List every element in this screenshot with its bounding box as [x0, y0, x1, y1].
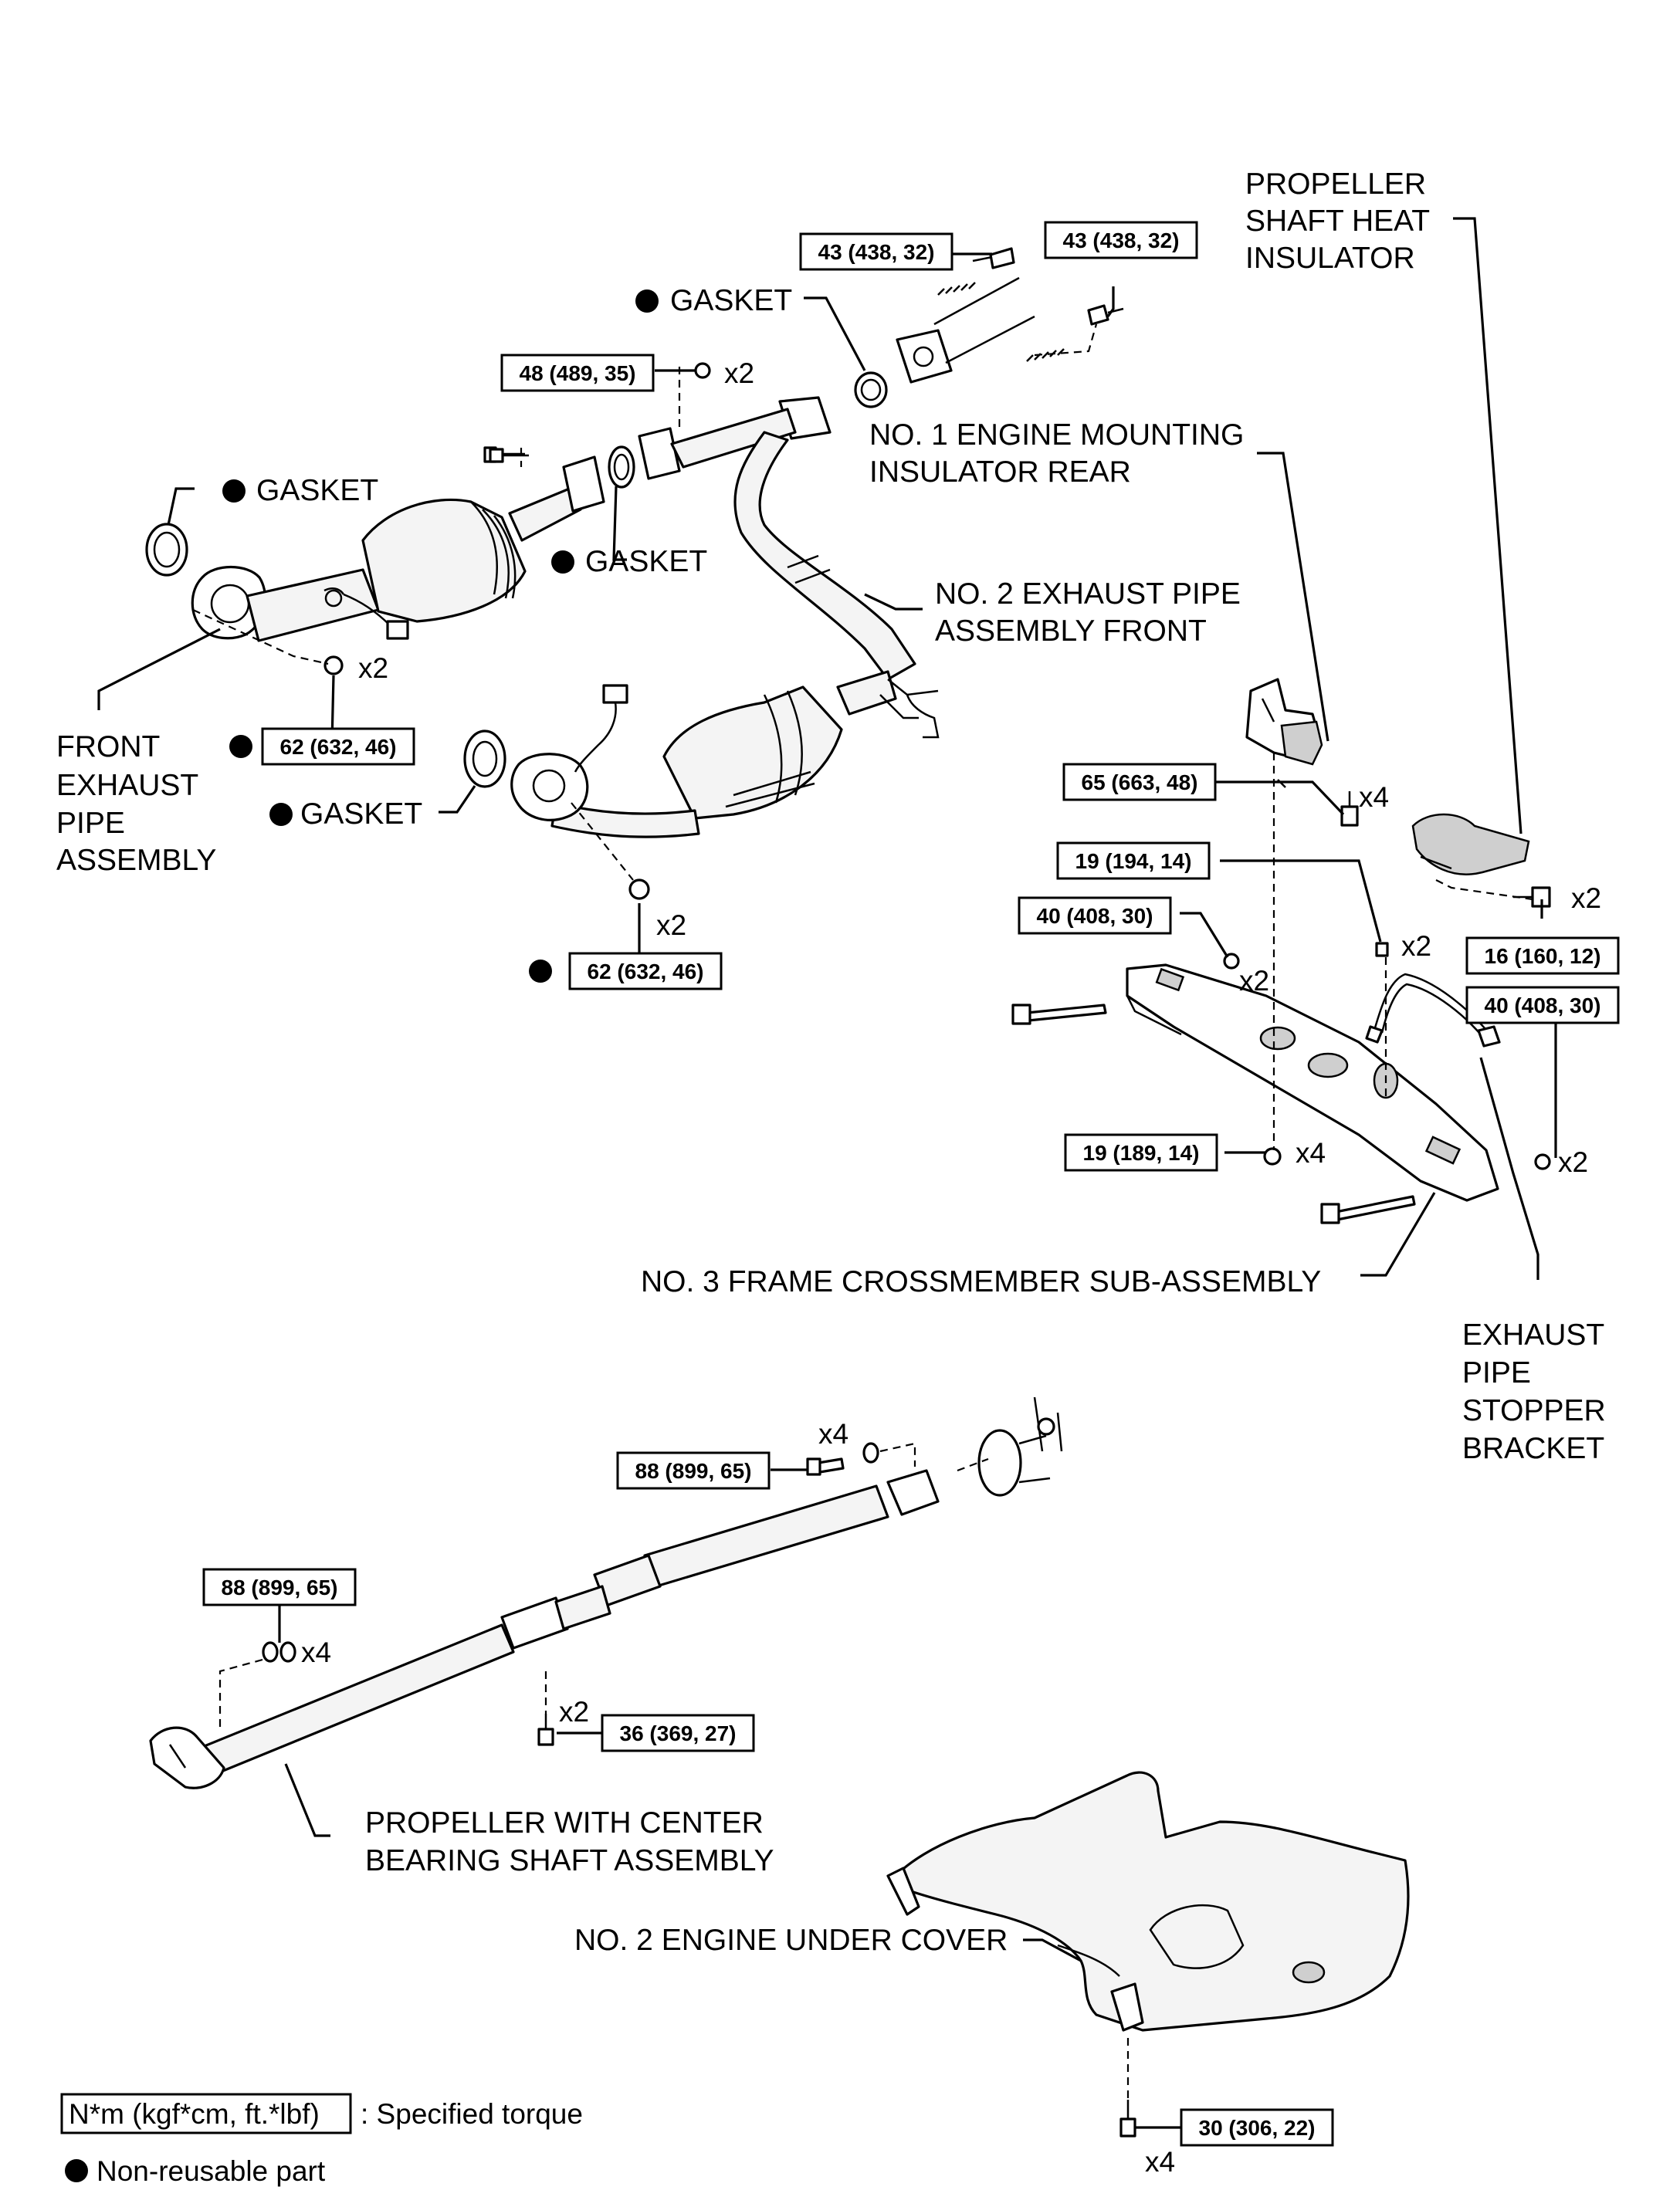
torque-48: 48 (489, 35) [520, 361, 636, 385]
torque-box-88b [202, 1568, 357, 1606]
torque-88b: 88 (899, 65) [222, 1576, 338, 1599]
gasket-mid-ring [608, 445, 635, 489]
torque-65: 65 (663, 48) [1082, 770, 1198, 794]
frame-crossmember [1011, 753, 1551, 1224]
torque-box-36 [601, 1714, 755, 1752]
torque-62b: 62 (632, 46) [588, 960, 704, 983]
propeller-shaft-heat-insulator-part [1411, 813, 1551, 908]
propeller-shaft-part [149, 1396, 1063, 1789]
small-bolts-exhaust [323, 362, 711, 900]
part-labels: PROPELLER SHAFT HEAT INSULATOR GASKET NO… [56, 168, 1606, 1957]
torque-box-48 [500, 354, 655, 392]
non-reusable-marker-gasket-mid [551, 550, 574, 574]
dashed-guides [192, 367, 1533, 901]
label-no2-exhaust-2: ASSEMBLY FRONT [935, 614, 1207, 648]
torque-box-62b [568, 952, 723, 990]
torque-box-40a [1018, 896, 1172, 935]
qty-62a: x2 [358, 652, 388, 684]
torque-box-62a [261, 727, 415, 766]
legend-non-reusable-dot [65, 2159, 88, 2182]
torque-box-40b [1465, 986, 1620, 1024]
front-exhaust-pipe-assembly [191, 446, 605, 642]
torque-16: 16 (160, 12) [1485, 944, 1601, 968]
label-front-exhaust-4: ASSEMBLY [56, 844, 216, 877]
label-stopper-4: BRACKET [1462, 1432, 1604, 1465]
label-propeller-shaft-2: BEARING SHAFT ASSEMBLY [365, 1844, 774, 1877]
gasket-top-ring [854, 371, 888, 408]
torque-30: 30 (306, 22) [1199, 2116, 1316, 2140]
label-gasket-mid: GASKET [585, 545, 707, 578]
label-stopper-3: STOPPER [1462, 1394, 1606, 1427]
qty-48: x2 [724, 357, 754, 389]
non-reusable-marker-gasket-low [269, 803, 293, 826]
engine-mounting-insulator [1245, 678, 1359, 827]
label-engine-mount-2: INSULATOR REAR [869, 455, 1131, 489]
legend-torque-unit: N*m (kgf*cm, ft.*lbf) [69, 2098, 320, 2130]
torque-40b: 40 (408, 30) [1485, 993, 1601, 1017]
label-gasket-low: GASKET [300, 797, 422, 831]
qty-30: x4 [1145, 2146, 1175, 2178]
label-heat-insulator-1: PROPELLER [1245, 168, 1426, 201]
torque-43b: 43 (438, 32) [1063, 228, 1180, 252]
label-front-exhaust-3: PIPE [56, 807, 125, 840]
label-under-cover: NO. 2 ENGINE UNDER COVER [574, 1924, 1008, 1957]
qty-88a: x4 [818, 1418, 848, 1450]
torque-specs: 43 (438, 32) 43 (438, 32) 48 (489, 35) x… [202, 221, 1620, 2178]
torque-box-43b [1044, 221, 1198, 259]
leader-lines [97, 217, 1557, 2129]
qty-36: x2 [559, 1696, 589, 1728]
label-stopper-2: PIPE [1462, 1356, 1531, 1390]
torque-box-65 [1062, 763, 1217, 801]
non-reusable-marker-gasket-left [222, 479, 246, 503]
qty-16: x2 [1571, 882, 1601, 914]
label-engine-mount-1: NO. 1 ENGINE MOUNTING [869, 418, 1244, 452]
qty-40a: x2 [1239, 965, 1269, 997]
torque-box-88a [616, 1451, 771, 1490]
non-reusable-marker-gasket-top [635, 289, 659, 313]
label-propeller-shaft-1: PROPELLER WITH CENTER [365, 1806, 764, 1840]
qty-88b: x4 [301, 1637, 331, 1668]
torque-19a: 19 (194, 14) [1075, 849, 1192, 873]
label-front-exhaust-1: FRONT [56, 730, 160, 763]
qty-19a: x2 [1401, 930, 1431, 962]
engine-under-cover-part [886, 1771, 1410, 2138]
torque-62a: 62 (632, 46) [280, 735, 397, 759]
qty-62b: x2 [656, 909, 686, 941]
top-flange-assembly [896, 247, 1124, 384]
torque-19b: 19 (189, 14) [1083, 1141, 1200, 1165]
label-heat-insulator-3: INSULATOR [1245, 242, 1415, 275]
legend-torque-box [60, 2093, 352, 2134]
qty-19b: x4 [1296, 1137, 1326, 1169]
torque-40a: 40 (408, 30) [1037, 904, 1153, 928]
legend-non-reusable: Non-reusable part [97, 2155, 326, 2187]
torque-box-19b [1064, 1133, 1218, 1172]
torque-box-30 [1180, 2108, 1334, 2147]
label-gasket-top: GASKET [670, 284, 792, 317]
torque-box-19a [1056, 841, 1211, 880]
non-reusable-marker-62a [229, 735, 252, 758]
non-reusable-marker-62b [529, 960, 552, 983]
torque-box-43a [799, 232, 953, 271]
gasket-left-ring [145, 523, 188, 577]
legend-torque-desc: : Specified torque [361, 2098, 583, 2130]
gasket-low-ring [463, 729, 506, 788]
label-heat-insulator-2: SHAFT HEAT [1245, 205, 1430, 238]
label-gasket-left: GASKET [256, 474, 378, 507]
label-stopper-1: EXHAUST [1462, 1318, 1604, 1352]
no2-exhaust-pipe-assembly [510, 396, 940, 838]
torque-88a: 88 (899, 65) [635, 1459, 752, 1483]
torque-36: 36 (369, 27) [620, 1721, 737, 1745]
torque-43a: 43 (438, 32) [818, 240, 935, 264]
legend: N*m (kgf*cm, ft.*lbf) : Specified torque… [60, 2093, 583, 2187]
qty-40b: x2 [1558, 1146, 1588, 1178]
torque-box-16 [1465, 936, 1620, 975]
label-no2-exhaust-1: NO. 2 EXHAUST PIPE [935, 577, 1241, 611]
label-front-exhaust-2: EXHAUST [56, 769, 198, 802]
label-crossmember: NO. 3 FRAME CROSSMEMBER SUB-ASSEMBLY [641, 1265, 1321, 1298]
qty-65: x4 [1359, 781, 1389, 813]
